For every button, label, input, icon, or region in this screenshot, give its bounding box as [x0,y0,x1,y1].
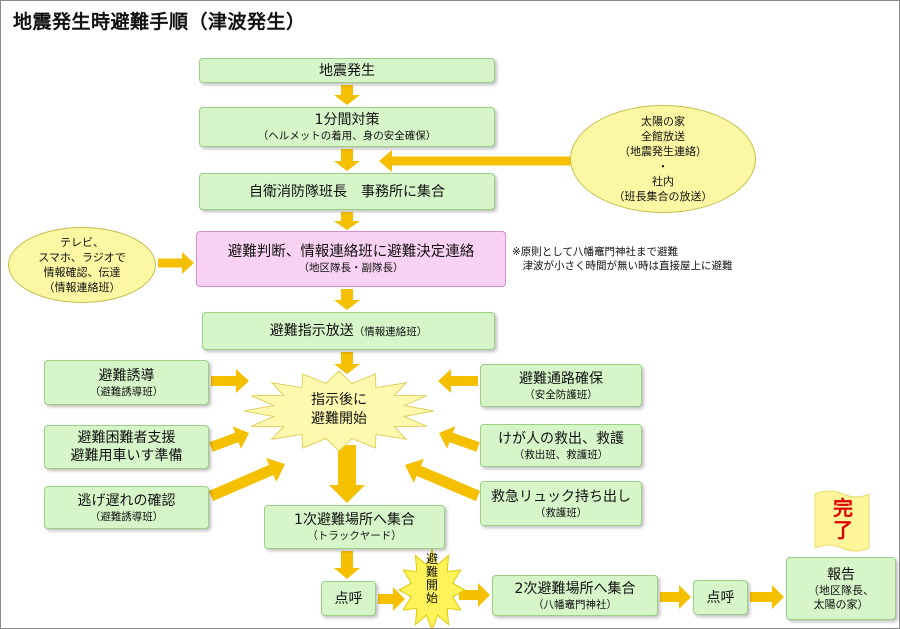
decision-label: 避難判断、情報連絡班に避難決定連絡 [227,244,475,260]
step-rollcall-2: 点呼 [693,580,748,615]
guidance-sub: （避難誘導班） [89,385,164,398]
broadcast-label: 避難指示放送 [269,323,354,339]
taiyo-line: 社内 [652,175,674,188]
step-rollcall-1: 点呼 [321,581,376,616]
first-site-label: 1次避難場所へ集合 [294,512,415,528]
tv-line: テレビ、 [60,236,104,249]
arrow-route-to-starburst [438,369,478,393]
broadcast-sub: （情報連絡班） [353,326,428,338]
arrow-starburst-to-first-site [329,445,365,503]
step-first-site: 1次避難場所へ集合 （トラックヤード） [264,505,445,549]
one-minute-sub: （ヘルメットの着用、身の安全確保） [257,130,437,142]
taiyo-broadcast-ellipse: 太陽の家 全館放送 （地震発生連絡） ・ 社内 （班長集合の放送） [570,105,756,213]
tv-info-ellipse: テレビ、 スマホ、ラジオで 情報確認、伝達 （情報連絡班） [8,227,156,303]
step-one-minute: 1分間対策 （ヘルメットの着用、身の安全確保） [199,107,495,147]
step-route: 避難通路確保 （安全防護班） [480,364,642,407]
taiyo-line: （班長集合の放送） [613,190,713,203]
stragglers-sub: （避難誘導班） [89,510,164,523]
instruction-starburst [243,370,435,452]
done-banner [814,490,870,552]
starburst-line1: 指示後に [311,392,367,408]
arrow-rollcall-to-report [750,585,784,609]
evacuation-note: ※原則として八幡竈門神社まで避難 津波が小さく時間が無い時は直接屋上に避難 [512,246,733,272]
report-label: 報告 [827,566,855,583]
route-label: 避難通路確保 [519,370,603,387]
arrow-first-aid-to-starburst [405,458,481,502]
step-stragglers: 逃げ遅れの確認 （避難誘導班） [44,486,209,529]
first-site-sub: （トラックヤード） [307,530,402,542]
report-sub2: 太陽の家） [813,597,869,611]
tv-line: 情報確認、伝達 [43,266,121,279]
evacuation-start-label: 避難開始 [425,552,438,605]
step-guidance: 避難誘導 （避難誘導班） [44,360,209,405]
evacuation-start-starburst [397,548,467,628]
arrow-support-to-starburst [209,426,249,452]
starburst-line2: 避難開始 [311,411,367,427]
starburst-text: 指示後に 避難開始 [289,391,389,429]
step-support: 避難困難者支援 避難用車いす準備 [44,425,209,469]
page-title: 地震発生時避難手順（津波発生） [13,11,306,33]
flow-arrows [158,85,784,611]
arrow-guidance-to-starburst [211,369,249,393]
step-rescue: けが人の救出、救護 （救出班、救護班） [480,424,642,467]
route-sub: （安全防護班） [524,388,598,401]
tv-line: （情報連絡班） [43,281,121,294]
arrow-tv-to-decision [158,252,194,274]
arrow-rollcall-to-evacuation-start [378,587,405,611]
done-label: 完了 [833,496,853,542]
decision-sub: （地区隊長・副隊長） [298,262,404,274]
done-label-wrap: 完了 [824,497,862,541]
arrow-one-minute-to-gather [334,149,360,171]
one-minute-label: 1分間対策 [314,112,380,128]
arrow-earthquake-to-one-minute [334,85,360,105]
taiyo-line: 太陽の家 [641,115,685,128]
report-sub1: （地区隊長、 [808,583,874,597]
earthquake-label: 地震発生 [319,62,375,79]
step-first-aid: 救急リュック持ち出し （救護班） [480,481,642,526]
step-earthquake: 地震発生 [199,58,495,83]
broadcast-line: 避難指示放送（情報連絡班） [270,322,428,340]
arrow-stragglers-to-starburst [208,458,285,501]
support-line1: 避難困難者支援 [77,430,176,446]
arrow-broadcast-to-starburst [334,352,360,374]
arrow-second-site-to-rollcall [660,585,691,609]
arrow-evacuation-start-to-second-site [459,583,490,607]
gather-label: 自衛消防隊班長 事務所に集合 [249,183,445,200]
arrow-rescue-to-starburst [439,426,480,452]
arrow-taiyo-to-flow [379,150,572,172]
evacuation-start-text: 避難開始 [424,553,440,605]
taiyo-line: ・ [657,160,669,173]
taiyo-line: （地震発生連絡） [619,145,707,158]
step-second-site: 2次避難場所へ集合 （八幡竈門神社） [492,575,658,616]
arrow-gather-to-decision [334,212,360,230]
tv-line: スマホ、ラジオで [38,251,126,264]
step-decision: 避難判断、情報連絡班に避難決定連絡 （地区隊長・副隊長） [196,231,506,287]
first-aid-label: 救急リュック持ち出し [491,488,631,505]
second-site-sub: （八幡竈門神社） [533,598,617,611]
step-gather: 自衛消防隊班長 事務所に集合 [199,173,495,210]
arrow-first-site-to-rollcall [334,551,360,579]
arrow-decision-to-broadcast [334,289,360,310]
rollcall-2-label: 点呼 [706,589,735,606]
guidance-label: 避難誘導 [98,367,155,384]
taiyo-line: 全館放送 [641,130,685,143]
step-report: 報告 （地区隊長、 太陽の家） [786,557,896,620]
step-broadcast: 避難指示放送（情報連絡班） [202,312,495,350]
first-aid-sub: （救護班） [534,506,588,519]
stragglers-label: 逃げ遅れの確認 [77,492,176,509]
support-line2: 避難用車いす準備 [70,448,183,464]
rollcall-1-label: 点呼 [334,590,363,607]
rescue-label: けが人の救出、救護 [498,430,624,447]
rescue-sub: （救出班、救護班） [513,448,609,461]
second-site-label: 2次避難場所へ集合 [514,580,636,597]
